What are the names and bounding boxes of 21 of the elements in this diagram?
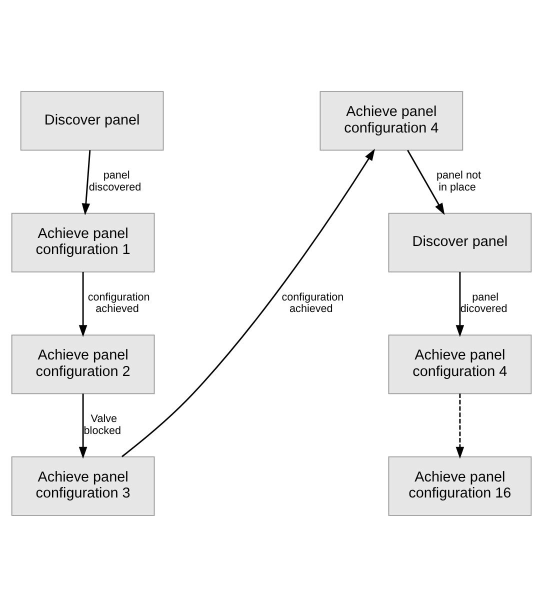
node-box: Achieve panel configuration 1 xyxy=(11,212,155,272)
arrow xyxy=(456,272,464,338)
arrow xyxy=(456,394,464,459)
arrow xyxy=(122,148,375,458)
node-box: Achieve panel configuration 2 xyxy=(11,334,155,394)
node-box: Achieve panel configuration 3 xyxy=(11,456,155,516)
edge-label: Valve blocked xyxy=(84,413,122,437)
node-box: Achieve panel configuration 4 xyxy=(320,91,464,151)
edge-label: panel discovered xyxy=(88,170,142,194)
node-box: Achieve panel configuration 4 xyxy=(388,334,532,394)
arrow xyxy=(78,272,88,338)
arrow xyxy=(82,150,91,216)
arrow xyxy=(78,394,88,459)
edge-label: panel not in place xyxy=(436,170,481,194)
node-box: Achieve panel configuration 16 xyxy=(388,456,532,516)
edge-label: panel dicovered xyxy=(460,291,508,316)
edge-label: configuration achieved xyxy=(88,291,150,316)
arrow xyxy=(407,150,445,215)
node-box: Discover panel xyxy=(388,212,532,272)
node-box: Discover panel xyxy=(20,91,164,151)
edge-label: configuration achieved xyxy=(282,291,344,316)
